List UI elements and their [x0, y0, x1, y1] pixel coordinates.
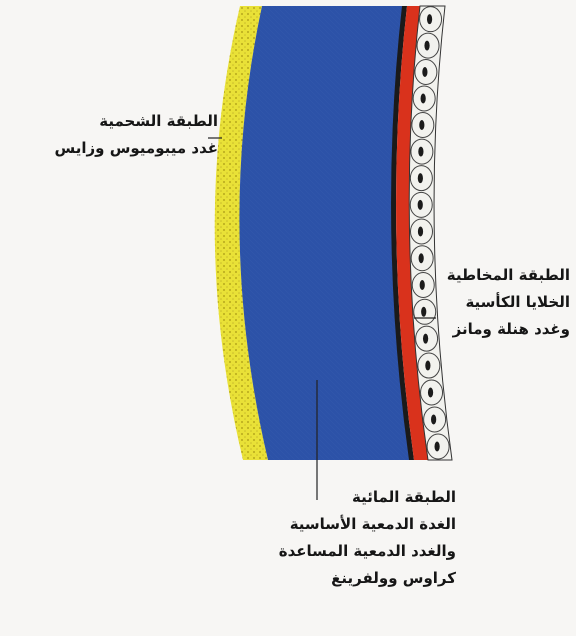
cell-nucleus	[421, 93, 426, 103]
cell-nucleus	[424, 41, 429, 51]
cell-nucleus	[418, 147, 423, 157]
aqueous-layer-title: الطبقة المائية	[279, 484, 456, 511]
cell-nucleus	[420, 280, 425, 290]
cell-nucleus	[421, 307, 426, 317]
mucous-layer-title: الطبقة المخاطية	[447, 262, 570, 289]
aqueous-layer-source-2: والغدد الدمعية المساعدة	[279, 538, 456, 565]
cell-nucleus	[418, 227, 423, 237]
aqueous-layer-source-3: كراوس وولفرينغ	[279, 565, 456, 592]
cell-nucleus	[431, 414, 436, 424]
cell-nucleus	[419, 120, 424, 130]
cell-nucleus	[422, 67, 427, 77]
lipid-layer-title: الطبقة الشحمية	[55, 108, 218, 135]
mucous-layer-source-2: وغدد هنلة ومانز	[447, 316, 570, 343]
mucous-layer-source-1: الخلايا الكأسية	[447, 289, 570, 316]
cell-nucleus	[418, 200, 423, 210]
cell-nucleus	[419, 253, 424, 263]
aqueous-layer-texture	[239, 6, 412, 460]
cell-nucleus	[418, 173, 423, 183]
aqueous-layer-label: الطبقة المائية الغدة الدمعية الأساسية وا…	[279, 484, 456, 592]
aqueous-layer-source-1: الغدة الدمعية الأساسية	[279, 511, 456, 538]
lipid-layer-source: غدد ميبوميوس وزايس	[55, 135, 218, 162]
cell-nucleus	[435, 441, 440, 451]
lipid-layer-label: الطبقة الشحمية غدد ميبوميوس وزايس	[55, 108, 218, 162]
cell-nucleus	[423, 334, 428, 344]
cell-nucleus	[425, 361, 430, 371]
mucous-layer-label: الطبقة المخاطية الخلايا الكأسية وغدد هنل…	[447, 262, 570, 343]
cell-nucleus	[428, 387, 433, 397]
cell-nucleus	[427, 14, 432, 24]
